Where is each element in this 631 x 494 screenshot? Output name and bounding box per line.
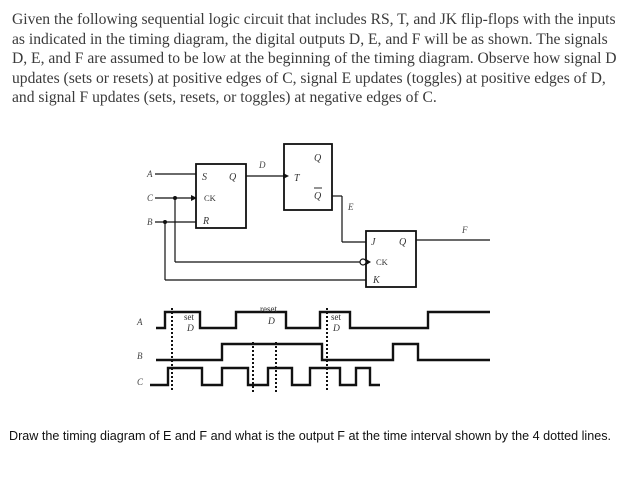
input-label-b: B: [147, 217, 153, 227]
waveform-b: [156, 342, 490, 362]
jk-k-pin: K: [372, 275, 381, 286]
wire-label-f: F: [461, 225, 468, 235]
timing-diagram: A B C set D reset D set D: [136, 304, 490, 392]
problem-statement: Given the following sequential logic cir…: [12, 11, 617, 107]
t-t-pin: T: [294, 173, 301, 184]
waveform-c: [150, 366, 380, 387]
rs-q-pin: Q: [229, 172, 237, 183]
rs-r-pin: R: [202, 216, 209, 227]
t-qbar-pin: Q: [314, 191, 322, 202]
question-text: Draw the timing diagram of E and F and w…: [9, 429, 612, 443]
annotation-1-top: set: [184, 312, 194, 322]
annotation-3-bottom: D: [332, 324, 340, 334]
annotation-2-bottom: D: [267, 317, 275, 327]
timing-label-b: B: [137, 351, 143, 361]
wire-label-e: E: [347, 202, 354, 212]
rs-s-pin: S: [202, 172, 207, 183]
waveform-a: [156, 310, 490, 330]
logic-circuit: A C B S Q CK R D Q T Q E J Q: [146, 143, 490, 288]
t-q-pin: Q: [314, 153, 322, 164]
rs-ck-pin: CK: [204, 193, 217, 203]
annotation-2-top: reset: [260, 304, 277, 314]
jk-q-pin: Q: [399, 237, 407, 248]
timing-label-a: A: [136, 317, 143, 327]
t-flip-flop: [283, 143, 333, 211]
wire-label-d: D: [258, 160, 266, 170]
annotation-3-top: set: [331, 312, 341, 322]
input-label-a: A: [146, 169, 153, 179]
annotation-1-bottom: D: [186, 324, 194, 334]
jk-j-pin: J: [371, 237, 376, 248]
rs-flip-flop: [195, 163, 247, 229]
jk-ck-pin: CK: [376, 257, 389, 267]
input-label-c: C: [147, 193, 154, 203]
timing-label-c: C: [137, 377, 144, 387]
